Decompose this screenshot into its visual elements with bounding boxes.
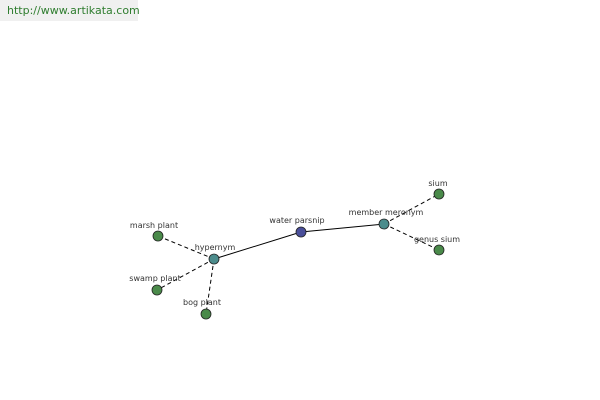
edge-water-parsnip-to-hypernym xyxy=(213,231,302,260)
graph-nodes xyxy=(151,188,445,320)
node-label-sium[interactable]: sium xyxy=(428,179,447,188)
node-marsh-plant[interactable] xyxy=(152,230,164,242)
node-label-bog-plant[interactable]: bog plant xyxy=(183,298,221,307)
node-label-water-parsnip[interactable]: water parsnip xyxy=(269,216,324,225)
graph-labels: water parsnip hypernym member meronym marsh… xyxy=(129,179,460,307)
edge-water-parsnip-to-member-meronym xyxy=(300,223,385,233)
node-swamp-plant[interactable] xyxy=(151,284,163,296)
node-bog-plant[interactable] xyxy=(200,308,212,320)
edge-member-meronym-to-sium xyxy=(383,193,440,225)
node-label-hypernym[interactable]: hypernym xyxy=(195,243,236,252)
node-water-parsnip[interactable] xyxy=(295,226,307,238)
node-label-swamp-plant[interactable]: swamp plant xyxy=(129,274,180,283)
graph-edges xyxy=(156,193,440,315)
edge-hypernym-to-marsh-plant xyxy=(157,235,215,260)
node-member-meronym[interactable] xyxy=(378,218,390,230)
node-label-marsh-plant[interactable]: marsh plant xyxy=(130,221,178,230)
site-url-banner: http://www.artikata.com xyxy=(0,0,140,21)
node-hypernym[interactable] xyxy=(208,253,220,265)
node-sium[interactable] xyxy=(433,188,445,200)
edge-hypernym-to-swamp-plant xyxy=(156,258,215,291)
node-genus-sium[interactable] xyxy=(433,244,445,256)
edge-hypernym-to-bog-plant xyxy=(205,258,215,315)
edge-member-meronym-to-genus-sium xyxy=(383,223,440,251)
node-label-member-meronym[interactable]: member meronym xyxy=(349,208,424,217)
node-label-genus-sium[interactable]: genus sium xyxy=(414,235,460,244)
site-url-text[interactable]: http://www.artikata.com xyxy=(7,4,140,17)
